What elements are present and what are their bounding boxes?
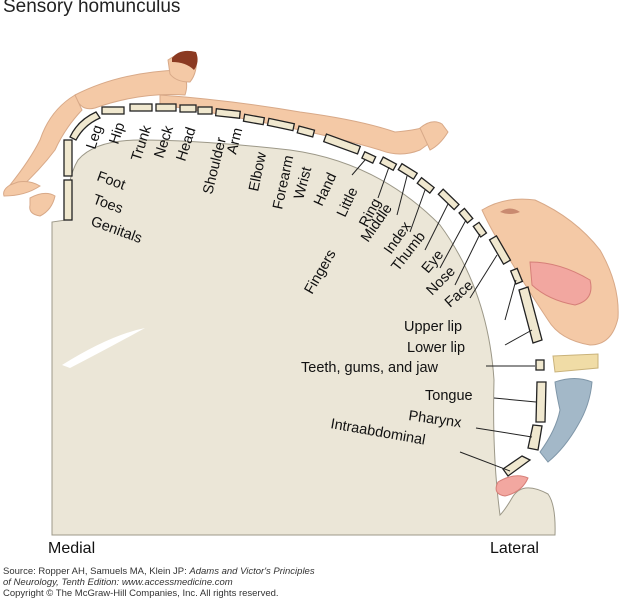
label-upper-lip: Upper lip — [404, 319, 462, 335]
leader-lines — [351, 159, 537, 472]
tongue — [539, 378, 593, 463]
white-streak — [62, 328, 145, 368]
teeth — [552, 353, 599, 373]
label-leg: Leg — [84, 123, 107, 151]
label-tongue: Tongue — [425, 388, 473, 404]
label-pharynx: Pharynx — [407, 408, 463, 431]
copyright-line: Copyright © The McGraw-Hill Companies, I… — [3, 588, 279, 599]
source-line-1: Source: Ropper AH, Samuels MA, Klein JP:… — [3, 566, 315, 577]
foot-left — [3, 181, 41, 197]
source-book: Adams and Victor's Principles — [189, 566, 315, 577]
hand-right — [419, 121, 449, 151]
label-teeth-gums-jaw: Teeth, gums, and jaw — [301, 360, 439, 376]
label-hip: Hip — [107, 121, 129, 147]
foot-small — [29, 192, 56, 217]
homunculus-diagram: Leg Hip Trunk Neck Head Shoulder Arm Elb… — [3, 50, 619, 536]
body-torso — [74, 69, 188, 110]
source-line-2: of Neurology, Tenth Edition: www.accessm… — [3, 577, 233, 588]
medial-label: Medial — [48, 540, 96, 557]
intestine — [495, 475, 529, 497]
hair — [172, 50, 198, 70]
eye-icon — [500, 208, 520, 214]
lips — [529, 261, 592, 306]
lateral-label: Lateral — [490, 540, 539, 557]
source-prefix: Source: Ropper AH, Samuels MA, Klein JP: — [3, 566, 190, 577]
label-lower-lip: Lower lip — [407, 340, 465, 356]
arc-bars — [63, 103, 547, 477]
label-arm: Arm — [224, 126, 246, 156]
diagram-title: Sensory homunculus — [3, 0, 181, 17]
